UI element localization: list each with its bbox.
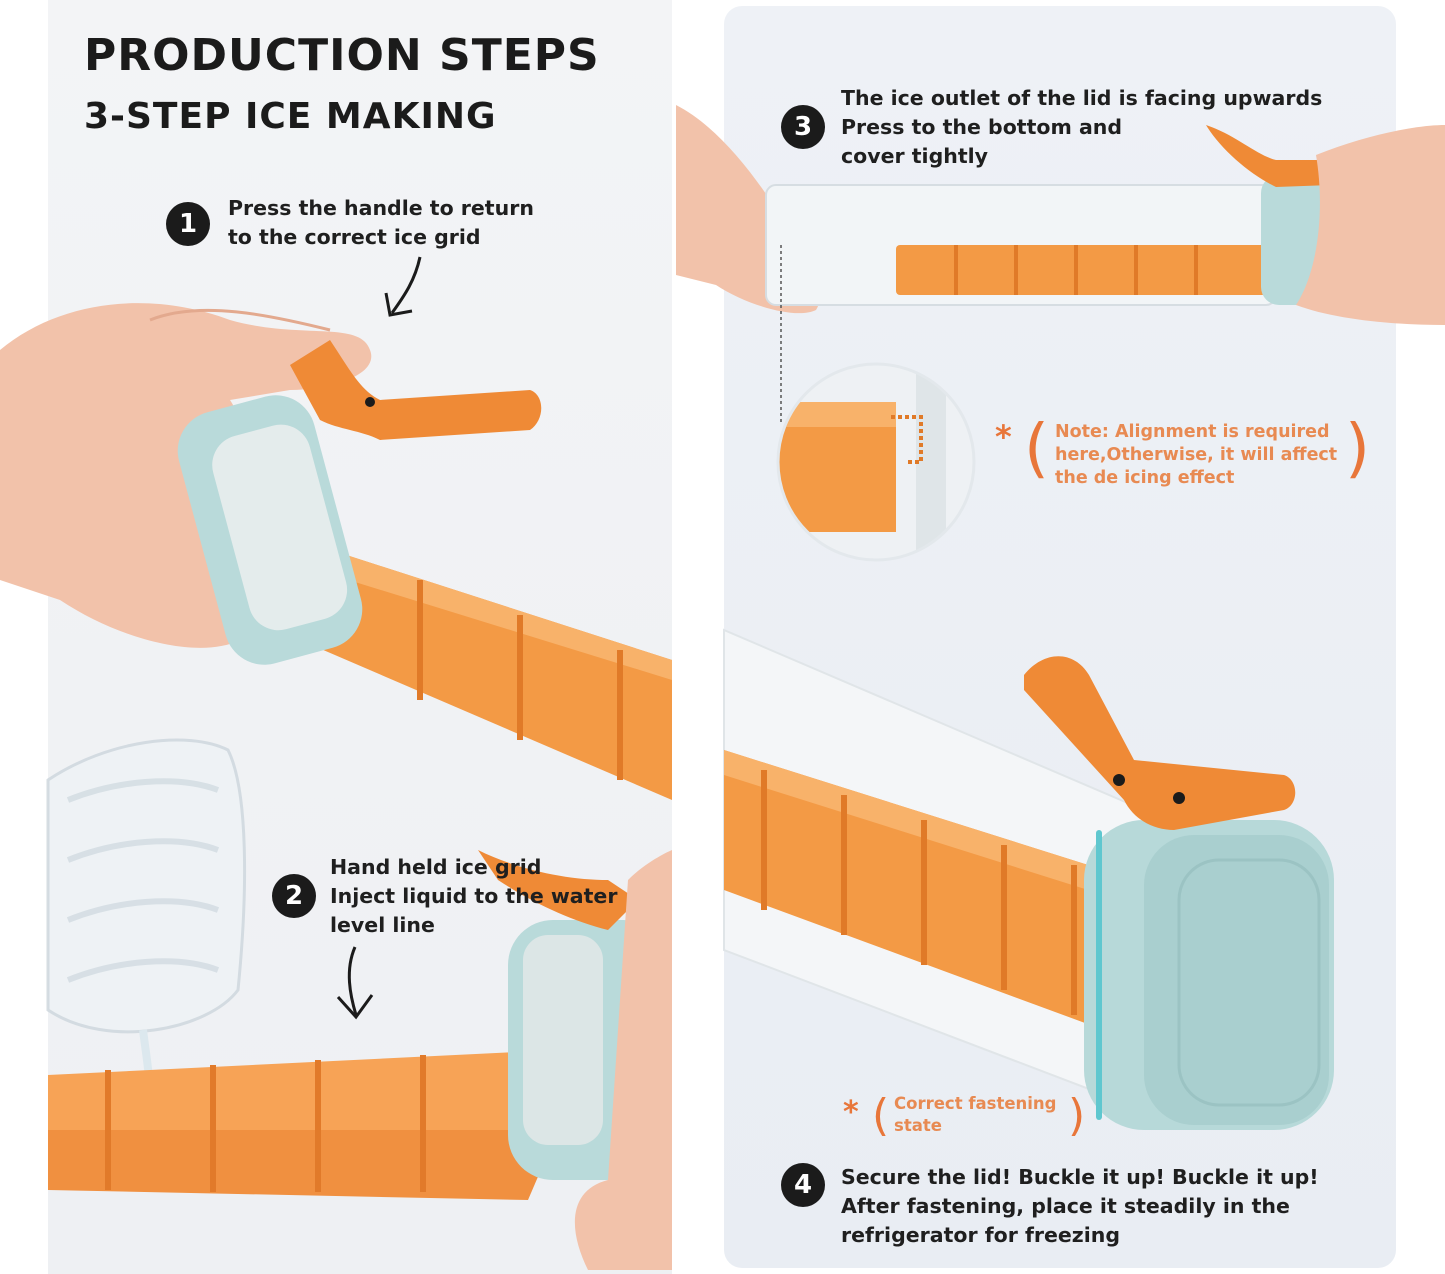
alignment-note-line-1: Note: Alignment is required [1055,422,1330,442]
lid-step1 [177,395,363,665]
step-4-text: Secure the lid! Buckle it up! Buckle it … [841,1163,1319,1250]
alignment-note-close-paren: ) [1345,412,1370,486]
step2-illustration [46,738,672,1270]
alignment-zoom-circle [776,362,976,562]
step-3-line-3: cover tightly [841,144,989,168]
page-subtitle: 3-STEP ICE MAKING [84,96,497,137]
step-2-line-1: Hand held ice grid [330,855,542,879]
arrow-step1-icon [384,256,422,317]
page-title: PRODUCTION STEPS [84,30,600,81]
step-3-line-1: The ice outlet of the lid is facing upwa… [841,86,1323,110]
step-4-line-1: Secure the lid! Buckle it up! Buckle it … [841,1165,1319,1189]
step-2-text: Hand held ice grid Inject liquid to the … [330,853,617,940]
fastening-note-open-paren: ( [872,1090,890,1141]
orange-handle-step3 [1206,125,1331,187]
alignment-note-line-2: here,Otherwise, it will affect [1055,445,1338,465]
step-1-line-1: Press the handle to return [228,196,534,220]
hand-right [574,850,672,1270]
ice-tray-step2 [48,1050,558,1200]
step-1-text: Press the handle to return to the correc… [228,194,534,252]
arrow-step2-icon [336,946,374,1020]
step-1-badge: 1 [166,202,210,246]
alignment-note: Note: Alignment is required here,Otherwi… [1055,421,1337,490]
step-2-line-2: Inject liquid to the water [330,884,618,908]
step3-illustration [676,105,1445,425]
step4-illustration [723,628,1334,1130]
orange-handle-step1 [290,340,542,440]
alignment-note-star: * [995,418,1012,456]
fastening-note-close-paren: ) [1068,1090,1086,1141]
alignment-note-line-3: the de icing effect [1055,468,1235,488]
step-3-line-2: Press to the bottom and [841,115,1123,139]
step-4-line-3: refrigerator for freezing [841,1223,1121,1247]
alignment-note-open-paren: ( [1024,412,1049,486]
step-1-line-2: to the correct ice grid [228,225,481,249]
ice-tray-step4 [724,750,1104,1030]
fastening-note-line-1: Correct fastening [894,1094,1057,1113]
fastening-note-star: * [843,1095,859,1130]
water-pitcher [46,738,247,1034]
lid-step4 [1084,820,1334,1130]
ice-tray-step3 [896,245,1266,295]
orange-handle-step2 [478,850,638,930]
orange-handle-step4 [1024,656,1296,830]
hand-top-right [1296,125,1445,325]
step-2-line-3: level line [330,913,435,937]
step-4-badge: 4 [781,1163,825,1207]
step1-illustration [0,303,672,800]
step-2-badge: 2 [272,874,316,918]
ice-tray-step1 [300,540,672,800]
step-4-line-2: After fastening, place it steadily in th… [841,1194,1290,1218]
fastening-note: Correct fastening state [894,1093,1057,1137]
fastening-note-line-2: state [894,1116,942,1135]
step-3-text: The ice outlet of the lid is facing upwa… [841,84,1322,171]
step-3-badge: 3 [781,105,825,149]
